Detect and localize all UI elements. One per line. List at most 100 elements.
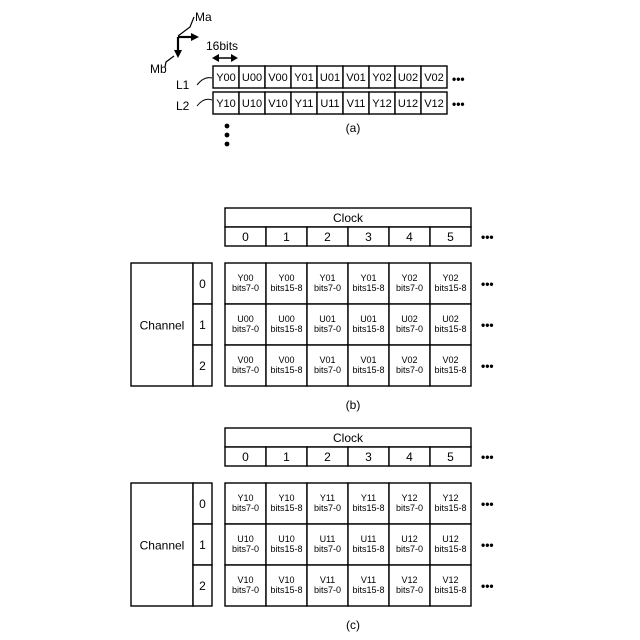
channel-label: Channel — [140, 319, 185, 333]
data-cell-component: V00 — [278, 355, 294, 365]
data-cell-bits: bits15-8 — [270, 324, 302, 334]
bit-width-label: 16bits — [206, 39, 238, 53]
clock-label: Clock — [333, 431, 364, 445]
row-label-l1: L1 — [176, 78, 190, 92]
panel-b: Clock012345•••Channel012Y00bits7-0Y00bit… — [131, 208, 494, 412]
clock-tick: 4 — [406, 450, 413, 464]
memory-cell: Y00 — [216, 72, 236, 84]
data-cell-component: V12 — [442, 575, 458, 585]
data-cell-component: V01 — [319, 355, 335, 365]
memory-cell: V12 — [424, 98, 444, 110]
ellipsis-down-dot — [225, 124, 230, 129]
clock-tick: 0 — [242, 450, 249, 464]
timing-panels: Clock012345•••Channel012Y00bits7-0Y00bit… — [131, 208, 494, 632]
data-cell-bits: bits15-8 — [434, 544, 466, 554]
memory-cell: V00 — [268, 72, 288, 84]
data-cell-bits: bits15-8 — [352, 544, 384, 554]
data-cell-bits: bits7-0 — [232, 324, 259, 334]
memory-cell: Y12 — [372, 98, 392, 110]
caption-a: (a) — [346, 121, 361, 135]
ellipsis-clock: ••• — [481, 450, 494, 464]
row-l1-leader — [197, 78, 212, 85]
data-cell-bits: bits15-8 — [434, 283, 466, 293]
data-cell-component: U11 — [361, 534, 377, 544]
data-cell-bits: bits15-8 — [270, 503, 302, 513]
data-cell-bits: bits15-8 — [352, 585, 384, 595]
data-cell-bits: bits15-8 — [270, 544, 302, 554]
row-l2-leader — [197, 99, 212, 106]
data-cell-component: V11 — [361, 575, 376, 585]
data-cell-component: U01 — [319, 314, 336, 324]
data-cell-component: U01 — [360, 314, 377, 324]
ellipsis-right-row2: ••• — [452, 97, 465, 111]
channel-index: 0 — [199, 497, 206, 511]
clock-tick: 3 — [365, 230, 372, 244]
data-cell-bits: bits7-0 — [232, 544, 259, 554]
memory-cell: Y02 — [372, 72, 392, 84]
clock-tick: 0 — [242, 230, 249, 244]
data-cell-component: U10 — [278, 534, 295, 544]
row-label-l2: L2 — [176, 99, 190, 113]
ellipsis-down-dot — [225, 142, 230, 147]
data-cell-component: V02 — [442, 355, 458, 365]
ellipsis-clock: ••• — [481, 230, 494, 244]
data-cell-component: Y12 — [401, 493, 417, 503]
arrowhead-right-icon — [191, 33, 199, 41]
data-cell-bits: bits15-8 — [434, 585, 466, 595]
data-cell-bits: bits7-0 — [232, 365, 259, 375]
data-cell-component: Y02 — [442, 273, 458, 283]
data-cell-component: U12 — [401, 534, 418, 544]
memory-cell: U10 — [242, 98, 262, 110]
data-cell-component: Y11 — [320, 493, 335, 503]
ma-curve — [178, 17, 194, 36]
clock-tick: 4 — [406, 230, 413, 244]
ellipsis-down-dot — [225, 133, 230, 138]
data-cell-bits: bits7-0 — [314, 365, 341, 375]
panel-caption: (b) — [346, 398, 361, 412]
clock-tick: 1 — [283, 230, 290, 244]
panel-c: Clock012345•••Channel012Y10bits7-0Y10bit… — [131, 428, 494, 632]
data-cell-component: U11 — [320, 534, 336, 544]
channel-index: 2 — [199, 359, 206, 373]
memory-cell: U00 — [242, 72, 262, 84]
data-cell-bits: bits7-0 — [396, 283, 423, 293]
ellipsis-channel-row: ••• — [481, 579, 494, 593]
data-cell-bits: bits7-0 — [314, 283, 341, 293]
memory-cell: Y10 — [216, 98, 236, 110]
data-cell-bits: bits15-8 — [352, 324, 384, 334]
data-cell-component: Y00 — [237, 273, 253, 283]
data-cell-bits: bits15-8 — [352, 503, 384, 513]
data-cell-bits: bits15-8 — [434, 365, 466, 375]
data-cell-component: Y00 — [278, 273, 294, 283]
ellipsis-channel-row: ••• — [481, 318, 494, 332]
memory-cell: U01 — [320, 72, 340, 84]
data-cell-component: U12 — [442, 534, 459, 544]
clock-label: Clock — [333, 211, 364, 225]
data-cell-bits: bits7-0 — [314, 544, 341, 554]
memory-cell: V02 — [424, 72, 444, 84]
bit-width-arrowhead-right-icon — [231, 54, 238, 62]
data-cell-component: V00 — [237, 355, 253, 365]
data-cell-component: V02 — [401, 355, 417, 365]
ellipsis-right-row1: ••• — [452, 72, 465, 86]
data-cell-bits: bits15-8 — [270, 365, 302, 375]
data-cell-component: V12 — [401, 575, 417, 585]
data-cell-bits: bits7-0 — [232, 503, 259, 513]
data-cell-bits: bits15-8 — [270, 283, 302, 293]
clock-tick: 2 — [324, 450, 331, 464]
data-cell-component: Y12 — [442, 493, 458, 503]
clock-tick: 5 — [447, 450, 454, 464]
clock-tick: 5 — [447, 230, 454, 244]
data-cell-component: U00 — [237, 314, 254, 324]
ma-label: Ma — [195, 10, 212, 24]
data-cell-bits: bits7-0 — [396, 503, 423, 513]
data-cell-bits: bits7-0 — [396, 324, 423, 334]
memory-cell: V10 — [268, 98, 288, 110]
panel-a: Ma Mb 16bits L1 L2 Y00 U00 V00 Y01 U01 V — [150, 10, 465, 146]
memory-cell: U02 — [398, 72, 418, 84]
data-cell-bits: bits15-8 — [352, 365, 384, 375]
data-cell-bits: bits7-0 — [396, 365, 423, 375]
memory-row-l1: Y00 U00 V00 Y01 U01 V01 Y02 U02 V02 — [213, 66, 447, 88]
data-cell-component: U10 — [237, 534, 254, 544]
data-cell-bits: bits7-0 — [314, 503, 341, 513]
